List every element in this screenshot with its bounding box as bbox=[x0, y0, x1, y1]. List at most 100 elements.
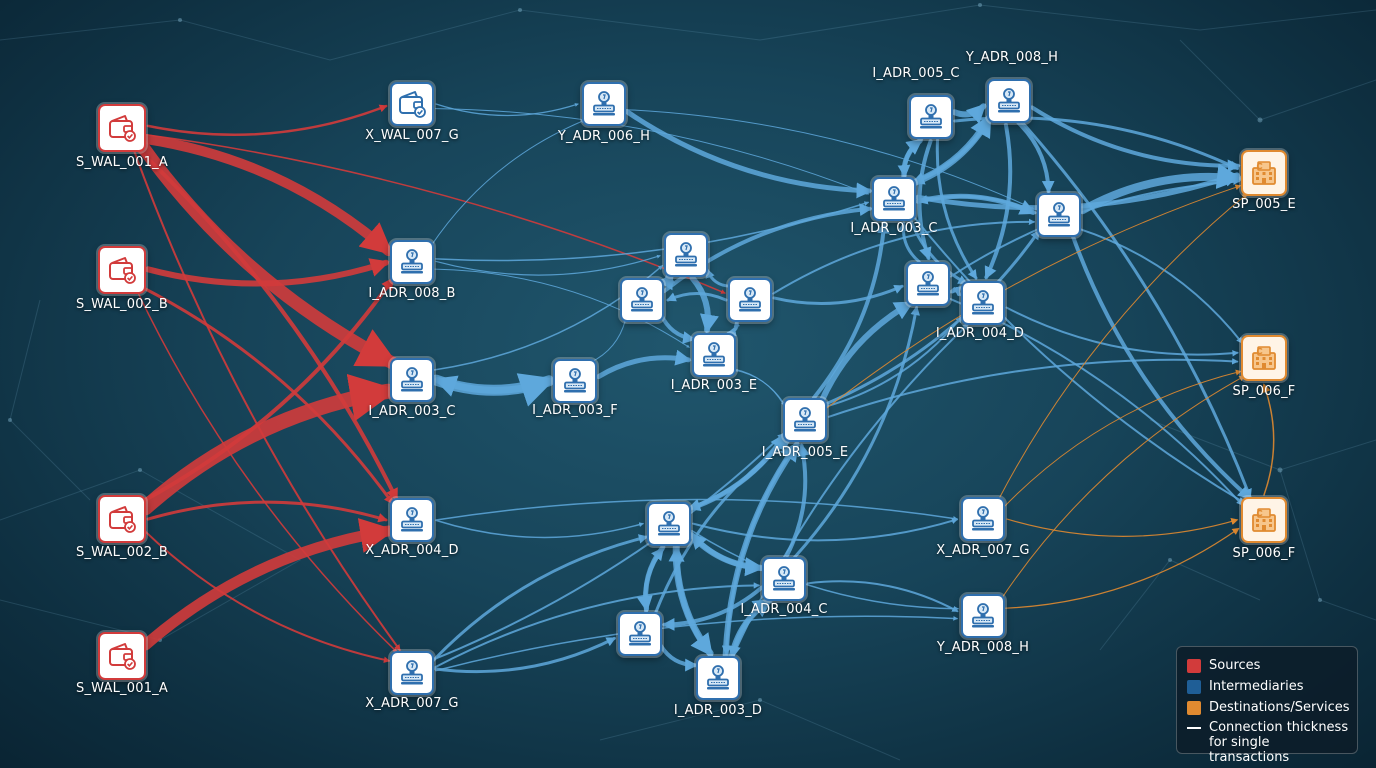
stamp-icon bbox=[397, 505, 427, 535]
node-xwal7g[interactable] bbox=[390, 82, 434, 126]
node-iadr5c[interactable] bbox=[909, 95, 953, 139]
building-icon bbox=[1249, 158, 1279, 188]
node-s4[interactable] bbox=[98, 632, 146, 680]
building-icon bbox=[1249, 505, 1279, 535]
edge-xadr7g2-to-sp6f1 bbox=[1003, 369, 1242, 508]
stamp-icon bbox=[913, 269, 943, 299]
edge-xadr4d-to-l1 bbox=[435, 519, 644, 539]
edge-iadr4d-to-sp6f1 bbox=[1005, 306, 1239, 357]
node-label-yadr6h: Y_ADR_006_H bbox=[557, 129, 651, 144]
edge-l2-to-l1 bbox=[643, 547, 665, 613]
node-label-xadr7g: X_ADR_007_G bbox=[365, 696, 459, 711]
node-iadr4c[interactable] bbox=[762, 557, 806, 601]
edge-iadr3f-to-c2 bbox=[589, 319, 627, 363]
stamp-icon bbox=[625, 619, 655, 649]
node-label-iadr3c: I_ADR_003_C bbox=[368, 404, 456, 419]
node-l1[interactable] bbox=[647, 502, 691, 546]
node-iadr3d[interactable] bbox=[696, 656, 740, 700]
stamp-icon bbox=[397, 247, 427, 277]
node-iadr8b[interactable] bbox=[390, 240, 434, 284]
edge-iadr4c-to-l2 bbox=[661, 585, 764, 631]
node-c1[interactable] bbox=[664, 233, 708, 277]
stamp-icon bbox=[397, 365, 427, 395]
edge-s3-to-iadr8b bbox=[139, 277, 395, 504]
edge-yadr8h-to-sp5e bbox=[1030, 105, 1241, 173]
edge-yadr6h-to-r2 bbox=[626, 109, 1035, 210]
wallet-icon bbox=[107, 255, 137, 285]
edge-iadr3c2-to-iadr5c bbox=[901, 138, 923, 180]
stamp-icon bbox=[994, 86, 1024, 116]
node-iadr3c[interactable] bbox=[390, 358, 434, 402]
edge-xadr7g2-to-sp6f2 bbox=[1006, 518, 1239, 537]
node-label-s4: S_WAL_001_A bbox=[76, 681, 168, 696]
stamp-icon bbox=[654, 509, 684, 539]
node-iadr4d[interactable] bbox=[961, 281, 1005, 325]
edge-s2-to-xadr4d bbox=[140, 285, 394, 505]
edge-c3-to-r2 bbox=[772, 218, 1036, 295]
node-xadr7g2[interactable] bbox=[961, 497, 1005, 541]
node-r1[interactable] bbox=[906, 262, 950, 306]
legend-thickness-line1: Connection thickness bbox=[1209, 720, 1349, 735]
node-r2[interactable] bbox=[1037, 193, 1081, 237]
node-yadr8h2[interactable] bbox=[961, 594, 1005, 638]
edge-s3-to-xadr4d bbox=[146, 500, 388, 523]
legend-intermediaries-label: Intermediaries bbox=[1209, 679, 1304, 694]
edge-iadr5e-to-sp6f1 bbox=[827, 358, 1239, 418]
node-label-sp5e: SP_005_E bbox=[1232, 197, 1296, 212]
edge-iadr4d-to-r1 bbox=[951, 286, 962, 297]
node-s1[interactable] bbox=[98, 104, 146, 152]
node-label-xwal7g: X_WAL_007_G bbox=[365, 128, 459, 143]
legend-thickness-line bbox=[1187, 727, 1201, 729]
node-xadr4d[interactable] bbox=[390, 498, 434, 542]
edge-r1-to-iadr3c2 bbox=[898, 221, 921, 264]
stamp-icon bbox=[916, 102, 946, 132]
node-yadr6h[interactable] bbox=[582, 82, 626, 126]
edge-iadr5e-to-iadr3d bbox=[721, 441, 799, 656]
legend-destinations-swatch bbox=[1187, 700, 1201, 715]
node-label-iadr3f: I_ADR_003_F bbox=[532, 403, 618, 418]
edge-iadr8b-to-yadr6h bbox=[430, 120, 585, 248]
node-label-yadr8h2: Y_ADR_008_H bbox=[936, 640, 1030, 655]
edge-l2-to-iadr3d bbox=[658, 643, 698, 672]
node-sp5e[interactable] bbox=[1241, 150, 1287, 196]
stamp-icon bbox=[671, 240, 701, 270]
stamp-icon bbox=[589, 89, 619, 119]
legend-destinations: Destinations/Services bbox=[1187, 697, 1350, 718]
node-iadr3e[interactable] bbox=[692, 333, 736, 377]
node-label-sp6f2: SP_006_F bbox=[1232, 546, 1296, 561]
node-s3[interactable] bbox=[98, 495, 146, 543]
node-yadr8h[interactable] bbox=[987, 79, 1031, 123]
node-iadr5e[interactable] bbox=[783, 398, 827, 442]
node-iadr3f[interactable] bbox=[553, 359, 597, 403]
node-iadr3c2[interactable] bbox=[872, 177, 916, 221]
node-sp6f1[interactable] bbox=[1241, 335, 1287, 381]
edge-yadr8h-to-iadr3c2 bbox=[911, 114, 993, 185]
node-label-iadr4d: I_ADR_004_D bbox=[935, 326, 1025, 341]
edge-l1-to-yadr8h2 bbox=[691, 529, 959, 612]
node-s2[interactable] bbox=[98, 246, 146, 294]
edge-iadr4c-to-l1 bbox=[690, 532, 765, 572]
stamp-icon bbox=[735, 285, 765, 315]
edge-sp6f2-to-sp6f1 bbox=[1262, 383, 1275, 496]
node-label-sp6f1: SP_006_F bbox=[1232, 384, 1296, 399]
edge-r1-to-sp5e bbox=[949, 178, 1240, 278]
edge-iadr5c-to-yadr8h bbox=[951, 103, 987, 124]
edge-yadr8h-to-sp6f2 bbox=[1020, 120, 1252, 499]
edge-iadr3c2-to-sp6f2 bbox=[911, 213, 1245, 504]
legend: Sources Intermediaries Destinations/Serv… bbox=[1176, 646, 1358, 765]
node-xadr7g[interactable] bbox=[390, 651, 434, 695]
node-c2[interactable] bbox=[620, 278, 664, 322]
node-sp6f2[interactable] bbox=[1241, 497, 1287, 543]
edge-s1-to-iadr8b bbox=[140, 133, 394, 257]
edge-iadr3f-to-iadr3e bbox=[596, 349, 692, 380]
edge-s4-to-xadr4d bbox=[140, 518, 396, 651]
edge-yadr8h-to-r2 bbox=[1016, 121, 1055, 194]
legend-thickness-text: Connection thickness for single transact… bbox=[1209, 720, 1349, 765]
node-label-s2: S_WAL_002_B bbox=[76, 297, 168, 312]
edge-r2-to-sp5e bbox=[1078, 163, 1243, 215]
edge-l2-to-iadr5e bbox=[653, 439, 791, 617]
node-c3[interactable] bbox=[728, 278, 772, 322]
wallet-icon bbox=[397, 89, 427, 119]
node-l2[interactable] bbox=[618, 612, 662, 656]
